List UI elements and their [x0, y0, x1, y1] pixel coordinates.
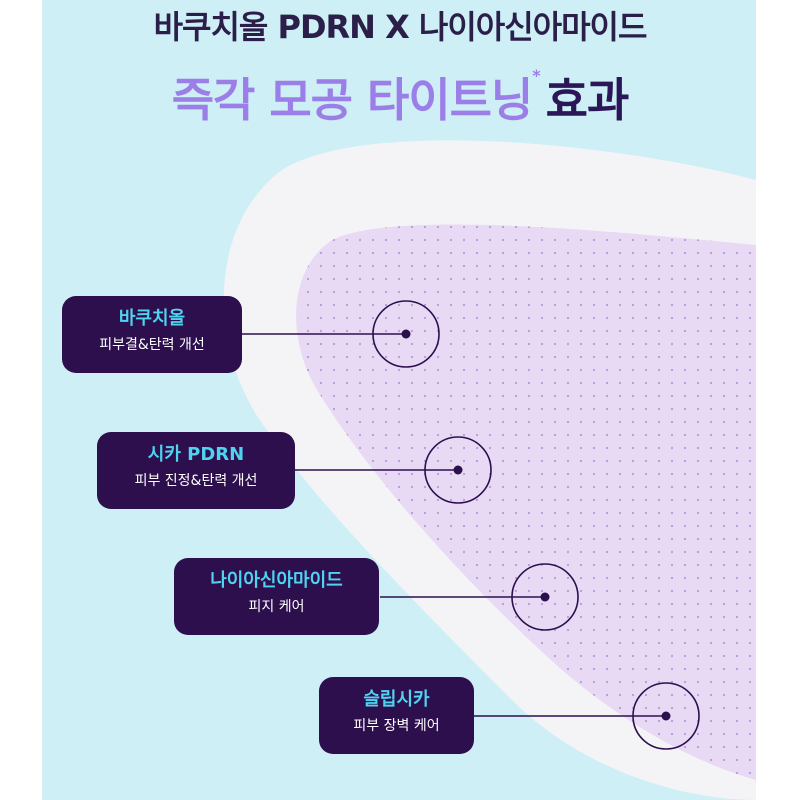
- ingredient-desc: 피지 케어: [248, 599, 305, 615]
- ingredient-name: 슬립시카: [363, 689, 430, 710]
- ingredient-label-bakuchiol: 바쿠치올 피부결&탄력 개선: [62, 296, 242, 373]
- target-ring: [372, 300, 440, 368]
- ingredient-label-sleep-cica: 슬립시카 피부 장벽 케어: [319, 677, 474, 754]
- ingredient-name: 나이아신아마이드: [210, 570, 343, 591]
- target-dot: [661, 711, 671, 721]
- mask-illustration: [223, 140, 756, 800]
- ingredient-desc: 피부결&탄력 개선: [99, 337, 205, 353]
- target-ring: [424, 436, 492, 504]
- ingredient-label-niacinamide: 나이아신아마이드 피지 케어: [174, 558, 379, 635]
- target-dot: [453, 465, 463, 475]
- headline-main: 즉각 모공 타이트닝* 효과: [0, 64, 800, 130]
- ingredient-desc: 피부 진정&탄력 개선: [134, 473, 258, 489]
- ingredient-name: 바쿠치올: [118, 308, 186, 329]
- target-dot: [401, 329, 411, 339]
- headline-highlight: 즉각 모공 타이트닝: [171, 73, 534, 127]
- ingredient-label-cica-pdrn: 시카 PDRN 피부 진정&탄력 개선: [97, 432, 295, 509]
- headline-asterisk: *: [532, 66, 540, 85]
- headline-ingredients: 바쿠치올 PDRN X 나이아신아마이드: [153, 8, 648, 46]
- target-ring: [511, 563, 579, 631]
- target-ring: [632, 682, 700, 750]
- infographic-panel: [42, 0, 756, 800]
- ingredient-name: 시카 PDRN: [147, 444, 245, 465]
- headline-effect: 효과: [545, 73, 630, 127]
- ingredient-desc: 피부 장벽 케어: [353, 718, 440, 734]
- target-dot: [540, 592, 550, 602]
